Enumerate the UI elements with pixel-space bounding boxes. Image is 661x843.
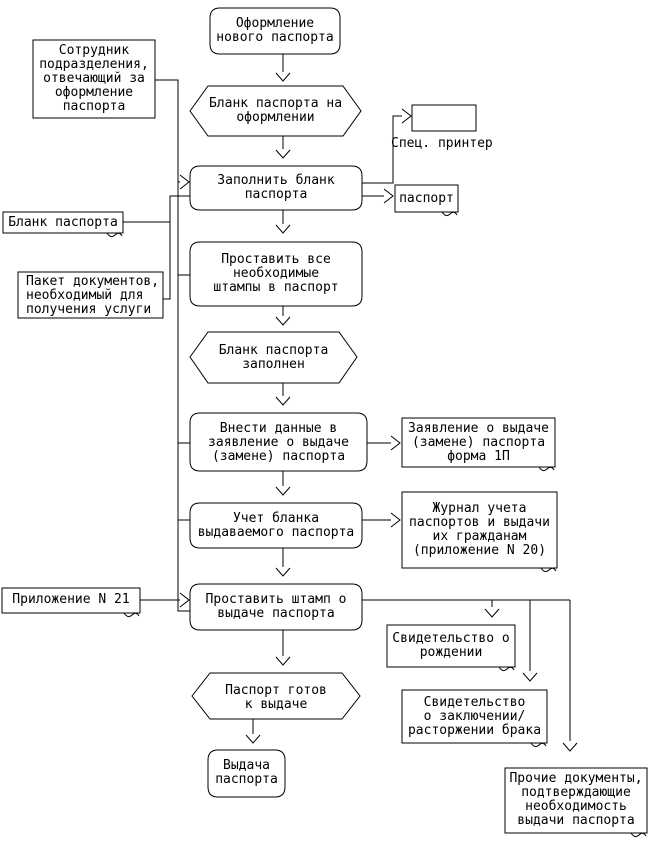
employee-label: Сотрудник подразделения, отвечающий за о… — [39, 43, 149, 114]
connector-fill-to-printer — [362, 108, 412, 184]
connector-fill-to-stamps — [275, 210, 291, 234]
connector-enterdata-to-form — [367, 435, 401, 451]
put-stamps-process-shape — [189, 241, 363, 307]
employee-box — [32, 39, 156, 119]
passport-blank-label: Бланк паспорта — [8, 215, 118, 230]
document-wave-icon — [498, 666, 515, 672]
document-wave-icons — [106, 211, 647, 838]
special-printer-label: Спец. принтер — [391, 136, 493, 151]
connector-hex1-to-fill — [275, 136, 291, 159]
connector-start-to-hex1 — [275, 54, 291, 82]
connector-issuestamp-to-hex3 — [275, 630, 291, 666]
application-form-label: Заявление о выдаче (замене) паспорта фор… — [408, 421, 549, 464]
connector-attachment21-arrow — [140, 592, 190, 608]
start-terminator-shape — [209, 7, 341, 55]
document-wave-icon — [538, 466, 555, 472]
enter-data-process-shape — [189, 412, 368, 472]
other-documents-label: Прочие документы, подтверждающие необход… — [509, 771, 643, 828]
marriage-certificate-label: Свидетельство о заключении/ расторжении … — [407, 695, 542, 738]
birth-certificate-doc-box — [386, 624, 516, 668]
connector-branch-other — [562, 600, 578, 752]
connector-hex2-to-enterdata — [275, 383, 291, 406]
connector-fill-to-passport — [362, 188, 394, 204]
connector-branch-marriage — [522, 600, 538, 682]
fill-blank-label: Заполнить бланк паспорта — [217, 173, 335, 202]
connector-accounting-to-issuestamp — [275, 548, 291, 577]
issue-stamp-process-shape — [189, 583, 363, 631]
attachment-21-label: Приложение N 21 — [12, 592, 130, 607]
flow-connectors — [123, 54, 578, 752]
issue-terminator-shape — [207, 749, 286, 798]
connector-inputs-line — [123, 195, 190, 300]
application-form-doc-box — [401, 417, 556, 468]
connector-enterdata-to-accounting — [275, 471, 291, 496]
accounting-process-shape — [189, 502, 363, 549]
connector-employee-trunk — [155, 79, 190, 612]
passport-doc-label: паспорт — [399, 191, 454, 206]
connector-branch-birth — [484, 600, 500, 618]
document-package-box — [17, 271, 164, 319]
connector-hex3-to-issue — [245, 719, 261, 744]
passport-ready-hexagon — [191, 672, 361, 720]
connector-stamps-to-hex2 — [275, 306, 291, 326]
journal-label: Журнал учета паспортов и выдачи их гражд… — [409, 501, 550, 558]
blank-on-processing-label: Бланк паспорта на оформлении — [208, 96, 343, 125]
connector-accounting-to-journal — [362, 512, 401, 528]
document-package-label: Пакет документов, необходимый для получе… — [26, 274, 160, 317]
accounting-label: Учет бланка выдаваемого паспорта — [197, 511, 355, 540]
document-wave-icon — [540, 567, 557, 573]
blank-filled-hexagon — [189, 331, 358, 384]
document-wave-icon — [530, 742, 547, 748]
document-wave-icon — [630, 832, 647, 838]
document-wave-icon — [441, 211, 458, 217]
passport-doc-box — [394, 184, 459, 213]
passport-ready-label: Паспорт готов к выдаче — [225, 683, 327, 712]
issue-terminator-label: Выдача паспорта — [215, 758, 278, 787]
birth-certificate-label: Свидетельство о рождении — [392, 631, 510, 660]
document-wave-icon — [123, 612, 140, 618]
blank-on-processing-hexagon — [189, 85, 362, 137]
blank-filled-label: Бланк паспорта заполнен — [218, 343, 329, 372]
journal-doc-box — [401, 491, 558, 569]
put-stamps-label: Проставить все необходимые штампы в пасп… — [213, 252, 339, 295]
enter-data-label: Внести данные в заявление о выдаче (заме… — [208, 421, 349, 464]
start-terminator-label: Оформление нового паспорта — [216, 16, 334, 45]
marriage-certificate-doc-box — [401, 689, 548, 744]
fill-blank-process-shape — [189, 165, 363, 211]
issue-stamp-label: Проставить штамп о выдаче паспорта — [205, 592, 347, 621]
connector-employee-arrow — [178, 174, 190, 190]
special-printer-box — [411, 104, 477, 132]
other-documents-doc-box — [504, 767, 648, 834]
document-wave-icon — [106, 232, 123, 238]
